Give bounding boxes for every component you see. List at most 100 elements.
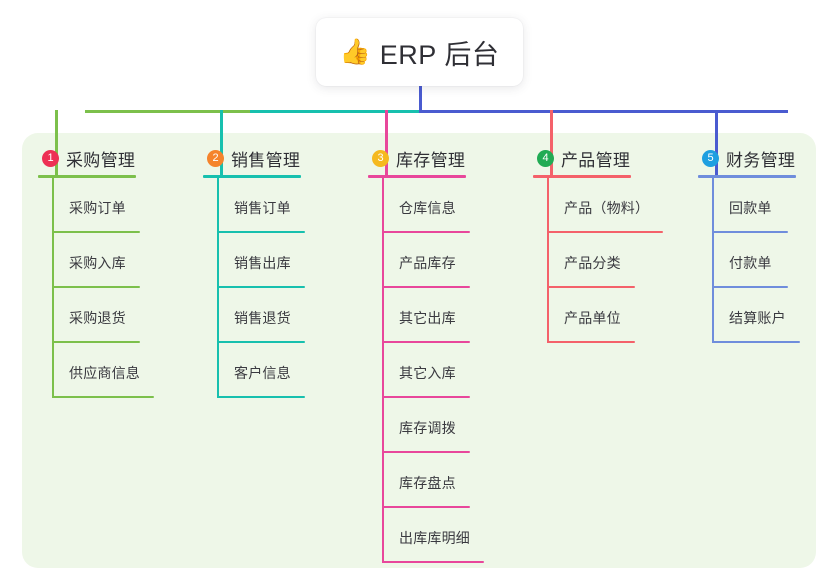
- thumbs-up-icon: 👍: [339, 37, 371, 66]
- diagram-background-panel: [22, 133, 816, 568]
- leaf-underline: [382, 451, 470, 453]
- leaf-node[interactable]: 产品（物料）: [533, 178, 663, 233]
- leaf-underline: [217, 286, 305, 288]
- leaf-underline: [547, 286, 635, 288]
- leaf-node[interactable]: 销售出库: [203, 233, 305, 288]
- leaf-label: 产品（物料）: [564, 200, 650, 216]
- leaf-label: 产品库存: [399, 255, 456, 271]
- branch-number-badge: 1: [42, 149, 59, 167]
- branch-header-3[interactable]: 3 库存管理: [368, 145, 466, 171]
- leaf-label: 其它入库: [399, 365, 456, 381]
- root-node[interactable]: 👍 ERP 后台: [316, 18, 523, 86]
- branch-body-1: 采购订单采购入库采购退货供应商信息: [38, 178, 154, 398]
- leaf-label: 付款单: [729, 255, 772, 271]
- drop-line-column-1: [55, 110, 58, 175]
- leaf-underline: [382, 231, 470, 233]
- leaf-node[interactable]: 付款单: [698, 233, 796, 288]
- branch-number-badge: 3: [372, 149, 389, 167]
- leaf-underline: [52, 396, 154, 398]
- branch-column-2: 2 销售管理销售订单销售出库销售退货客户信息: [203, 145, 305, 398]
- leaf-node[interactable]: 产品单位: [533, 288, 635, 343]
- branch-title: 销售管理: [231, 150, 301, 170]
- leaf-underline: [382, 286, 470, 288]
- branch-title: 财务管理: [726, 150, 796, 170]
- root-stem-line: [419, 86, 422, 113]
- leaf-node[interactable]: 供应商信息: [38, 343, 154, 398]
- leaf-node[interactable]: 采购入库: [38, 233, 140, 288]
- leaf-node[interactable]: 采购订单: [38, 178, 140, 233]
- leaf-label: 库存调拨: [399, 420, 456, 436]
- leaf-label: 销售退货: [234, 310, 291, 326]
- branch-body-2: 销售订单销售出库销售退货客户信息: [203, 178, 305, 398]
- leaf-label: 供应商信息: [69, 365, 140, 381]
- branch-column-4: 4 产品管理产品（物料） 产品分类产品单位: [533, 145, 663, 343]
- leaf-node[interactable]: 客户信息: [203, 343, 305, 398]
- leaf-label: 采购入库: [69, 255, 126, 271]
- leaf-label: 结算账户: [729, 310, 786, 326]
- leaf-node[interactable]: 库存调拨: [368, 398, 470, 453]
- branch-spine-line: [217, 178, 219, 398]
- root-node-inner: 👍 ERP 后台: [340, 33, 500, 72]
- leaf-underline: [217, 396, 305, 398]
- leaf-node[interactable]: 回款单: [698, 178, 796, 233]
- branch-header-5[interactable]: 5 财务管理: [698, 145, 796, 171]
- leaf-underline: [712, 231, 788, 233]
- leaf-underline: [52, 341, 140, 343]
- branch-header-underline: [533, 175, 631, 178]
- leaf-node[interactable]: 产品分类: [533, 233, 635, 288]
- branch-title: 产品管理: [561, 150, 631, 170]
- leaf-node[interactable]: 销售订单: [203, 178, 305, 233]
- leaf-underline: [217, 341, 305, 343]
- branch-header-4[interactable]: 4 产品管理: [533, 145, 631, 171]
- drop-line-column-3: [385, 110, 388, 175]
- leaf-node[interactable]: 出库库明细: [368, 508, 484, 563]
- branch-number-badge: 4: [537, 149, 554, 167]
- branch-body-5: 回款单付款单结算账户: [698, 178, 800, 343]
- branch-body-4: 产品（物料） 产品分类产品单位: [533, 178, 663, 343]
- leaf-underline: [52, 231, 140, 233]
- drop-line-column-4: [550, 110, 553, 175]
- branch-column-5: 5 财务管理回款单付款单结算账户: [698, 145, 800, 343]
- branch-spine-line: [712, 178, 714, 343]
- branch-spine-line: [547, 178, 549, 343]
- leaf-label: 销售出库: [234, 255, 291, 271]
- bus-segment-sales-segment: [250, 110, 419, 113]
- leaf-label: 客户信息: [234, 365, 291, 381]
- branch-header-underline: [698, 175, 796, 178]
- leaf-underline: [382, 341, 470, 343]
- leaf-node[interactable]: 其它出库: [368, 288, 470, 343]
- branch-header-2[interactable]: 2 销售管理: [203, 145, 301, 171]
- branch-header-1[interactable]: 1 采购管理: [38, 145, 136, 171]
- branch-title: 库存管理: [396, 150, 466, 170]
- leaf-label: 出库库明细: [399, 530, 470, 546]
- leaf-label: 采购订单: [69, 200, 126, 216]
- branch-column-3: 3 库存管理仓库信息产品库存其它出库其它入库库存调拨库存盘点出库库明细: [368, 145, 484, 563]
- leaf-underline: [217, 231, 305, 233]
- branch-number-badge: 5: [702, 149, 719, 167]
- bus-segment-inventory-to-finance-segment: [419, 110, 788, 113]
- leaf-node[interactable]: 其它入库: [368, 343, 470, 398]
- leaf-underline: [52, 286, 140, 288]
- branch-header-underline: [38, 175, 136, 178]
- leaf-label: 产品单位: [564, 310, 621, 326]
- leaf-node[interactable]: 产品库存: [368, 233, 470, 288]
- branch-spine-line: [52, 178, 54, 398]
- bus-segment-purchase-segment: [85, 110, 250, 113]
- leaf-node[interactable]: 采购退货: [38, 288, 140, 343]
- branch-header-underline: [203, 175, 301, 178]
- leaf-underline: [382, 506, 470, 508]
- leaf-label: 其它出库: [399, 310, 456, 326]
- branch-title: 采购管理: [66, 150, 136, 170]
- leaf-node[interactable]: 库存盘点: [368, 453, 470, 508]
- leaf-underline: [382, 396, 470, 398]
- branch-number-badge: 2: [207, 149, 224, 167]
- leaf-node[interactable]: 销售退货: [203, 288, 305, 343]
- leaf-label: 采购退货: [69, 310, 126, 326]
- branch-spine-line: [382, 178, 384, 563]
- leaf-label: 库存盘点: [399, 475, 456, 491]
- leaf-node[interactable]: 仓库信息: [368, 178, 470, 233]
- leaf-underline: [712, 341, 800, 343]
- leaf-node[interactable]: 结算账户: [698, 288, 800, 343]
- leaf-underline: [382, 561, 484, 563]
